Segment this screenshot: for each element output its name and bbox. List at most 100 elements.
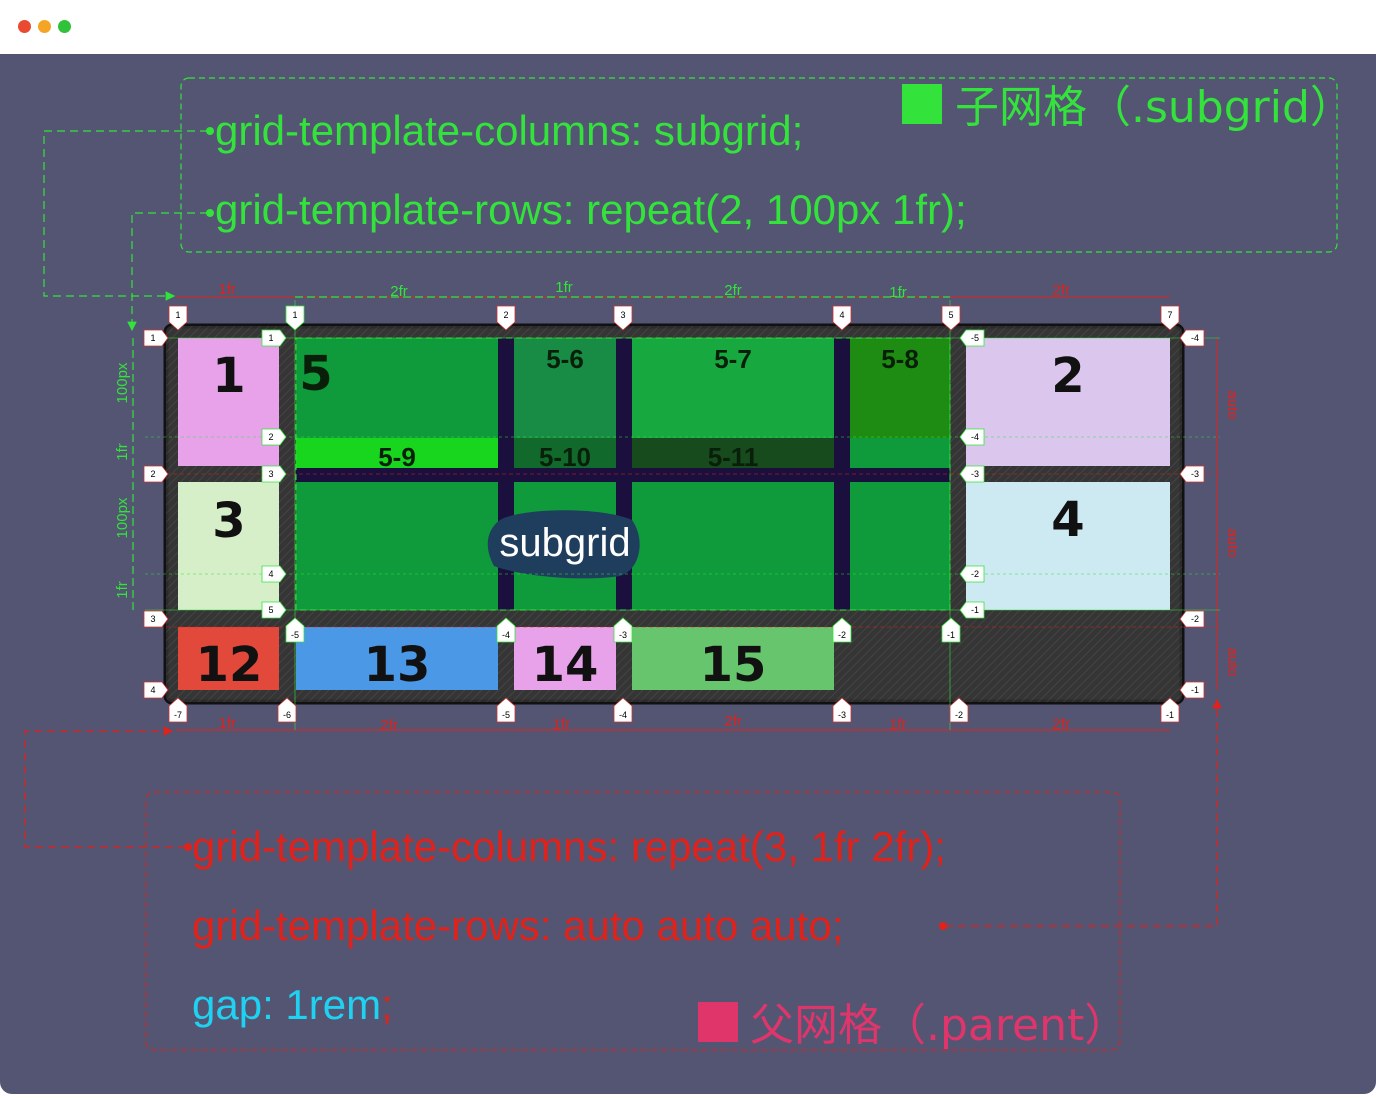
subgrid-item-5-7 <box>632 338 834 438</box>
grid-diagram: grid-template-columns: subgrid; grid-tem… <box>24 77 1354 1051</box>
subgrid-item-5-10 <box>514 438 616 468</box>
svg-text:-3: -3 <box>1191 469 1199 479</box>
svg-text:5-6: 5-6 <box>546 344 584 374</box>
subgrid-left-line-markers: 1 2 3 4 5 <box>261 329 287 619</box>
grid-item-2 <box>966 338 1170 466</box>
parent-top-line-markers: 1 2 3 4 5 7 <box>168 305 1180 331</box>
diagram-canvas: grid-template-columns: subgrid; grid-tem… <box>0 54 1376 1094</box>
svg-text:2fr: 2fr <box>724 282 742 299</box>
svg-text:5: 5 <box>299 346 332 402</box>
minimize-window-dot-icon[interactable] <box>38 20 51 33</box>
parent-right-line-markers: -4 -3 -2 -1 <box>1179 329 1205 699</box>
svg-text:-7: -7 <box>174 710 182 720</box>
svg-text:auto: auto <box>1224 647 1241 676</box>
svg-text:2fr: 2fr <box>1052 716 1070 733</box>
svg-text:1: 1 <box>268 333 273 343</box>
subgrid-item-5-8 <box>850 338 950 438</box>
maximize-window-dot-icon[interactable] <box>58 20 71 33</box>
svg-text:-3: -3 <box>971 469 979 479</box>
subgrid-rows-code: grid-template-rows: repeat(2, 100px 1fr)… <box>215 186 967 233</box>
subgrid-legend-swatch <box>902 84 942 124</box>
parent-legend-swatch <box>698 1002 738 1042</box>
subgrid-label-blob <box>487 510 640 579</box>
svg-text:1fr: 1fr <box>552 716 570 733</box>
svg-text:-4: -4 <box>502 630 510 640</box>
subgrid-right-line-markers: -5 -4 -3 -2 -1 <box>959 329 985 619</box>
svg-text:5-9: 5-9 <box>378 442 416 472</box>
svg-text:4: 4 <box>839 310 844 320</box>
svg-text:auto: auto <box>1224 390 1241 419</box>
parent-code-box <box>145 791 1121 1051</box>
svg-text:100px: 100px <box>114 362 131 403</box>
parent-bottom-line-markers: -7 -6 -5 -4 -3 -2 -1 <box>168 697 1180 723</box>
svg-text:5-10: 5-10 <box>539 442 591 472</box>
svg-text:-5: -5 <box>291 630 299 640</box>
svg-text:1fr: 1fr <box>114 581 131 599</box>
svg-text:4: 4 <box>150 685 155 695</box>
svg-text:14: 14 <box>532 637 599 693</box>
svg-text:-1: -1 <box>947 630 955 640</box>
svg-text:auto: auto <box>1224 528 1241 557</box>
subgrid-code-box <box>180 77 1338 253</box>
svg-text:1: 1 <box>150 333 155 343</box>
svg-text:2fr: 2fr <box>1052 282 1070 299</box>
svg-text:1fr: 1fr <box>114 443 131 461</box>
svg-text:-4: -4 <box>971 432 979 442</box>
svg-text:2: 2 <box>503 310 508 320</box>
svg-text:-1: -1 <box>1166 710 1174 720</box>
svg-text:100px: 100px <box>114 497 131 538</box>
svg-text:-3: -3 <box>838 710 846 720</box>
svg-text:1fr: 1fr <box>555 279 573 296</box>
parent-columns-code: grid-template-columns: repeat(3, 1fr 2fr… <box>192 823 946 870</box>
svg-text:7: 7 <box>1167 310 1172 320</box>
subgrid-legend-label: 子网格（.subgrid） <box>955 82 1354 133</box>
svg-text:2fr: 2fr <box>380 717 398 734</box>
close-window-dot-icon[interactable] <box>18 20 31 33</box>
svg-text:2: 2 <box>150 469 155 479</box>
svg-text:2fr: 2fr <box>390 283 408 300</box>
grid-item-12 <box>178 627 279 690</box>
grid-item-3 <box>178 482 279 610</box>
svg-text:-4: -4 <box>619 710 627 720</box>
svg-text:-1: -1 <box>971 605 979 615</box>
parent-rows-code: grid-template-rows: auto auto auto; <box>192 902 843 949</box>
subgrid-item-5-9 <box>296 438 498 468</box>
svg-text:-2: -2 <box>1191 614 1199 624</box>
svg-text:-2: -2 <box>971 569 979 579</box>
subgrid-label: subgrid <box>499 521 630 565</box>
svg-text:4: 4 <box>1051 492 1084 548</box>
svg-text:1fr: 1fr <box>218 281 236 298</box>
grid-item-4 <box>966 482 1170 610</box>
svg-text:1fr: 1fr <box>889 716 907 733</box>
svg-text:4: 4 <box>268 569 273 579</box>
svg-text:1: 1 <box>292 310 297 320</box>
svg-text:3: 3 <box>150 614 155 624</box>
parent-legend-label: 父网格（.parent） <box>750 1000 1128 1051</box>
svg-text:5-11: 5-11 <box>708 442 759 472</box>
parent-left-line-markers: 1 2 3 4 <box>143 329 169 699</box>
svg-text:-2: -2 <box>838 630 846 640</box>
svg-text:3: 3 <box>620 310 625 320</box>
subgrid-item-5-6 <box>514 338 616 438</box>
svg-text:2fr: 2fr <box>724 713 742 730</box>
parent-gap-code: gap: 1rem; <box>192 981 393 1028</box>
svg-text:5-8: 5-8 <box>881 344 919 374</box>
subgrid-top-line-marker-1: 1 <box>285 305 305 331</box>
grid-item-14 <box>514 627 616 690</box>
svg-text:1: 1 <box>175 310 180 320</box>
svg-text:1: 1 <box>212 348 245 404</box>
svg-text:3: 3 <box>212 493 245 549</box>
subgrid-item-5-11 <box>632 438 834 468</box>
svg-text:-4: -4 <box>1191 333 1199 343</box>
subgrid-bottom-line-markers: -5 -4 -3 -2 -1 <box>285 617 961 643</box>
svg-text:-1: -1 <box>1191 685 1199 695</box>
svg-text:2: 2 <box>1051 348 1084 404</box>
subgrid-columns-code: grid-template-columns: subgrid; <box>215 107 803 154</box>
svg-text:13: 13 <box>364 637 431 693</box>
grid-item-15 <box>632 627 834 690</box>
svg-text:5: 5 <box>268 605 273 615</box>
svg-text:-3: -3 <box>619 630 627 640</box>
grid-item-13 <box>296 627 498 690</box>
svg-text:-5: -5 <box>502 710 510 720</box>
